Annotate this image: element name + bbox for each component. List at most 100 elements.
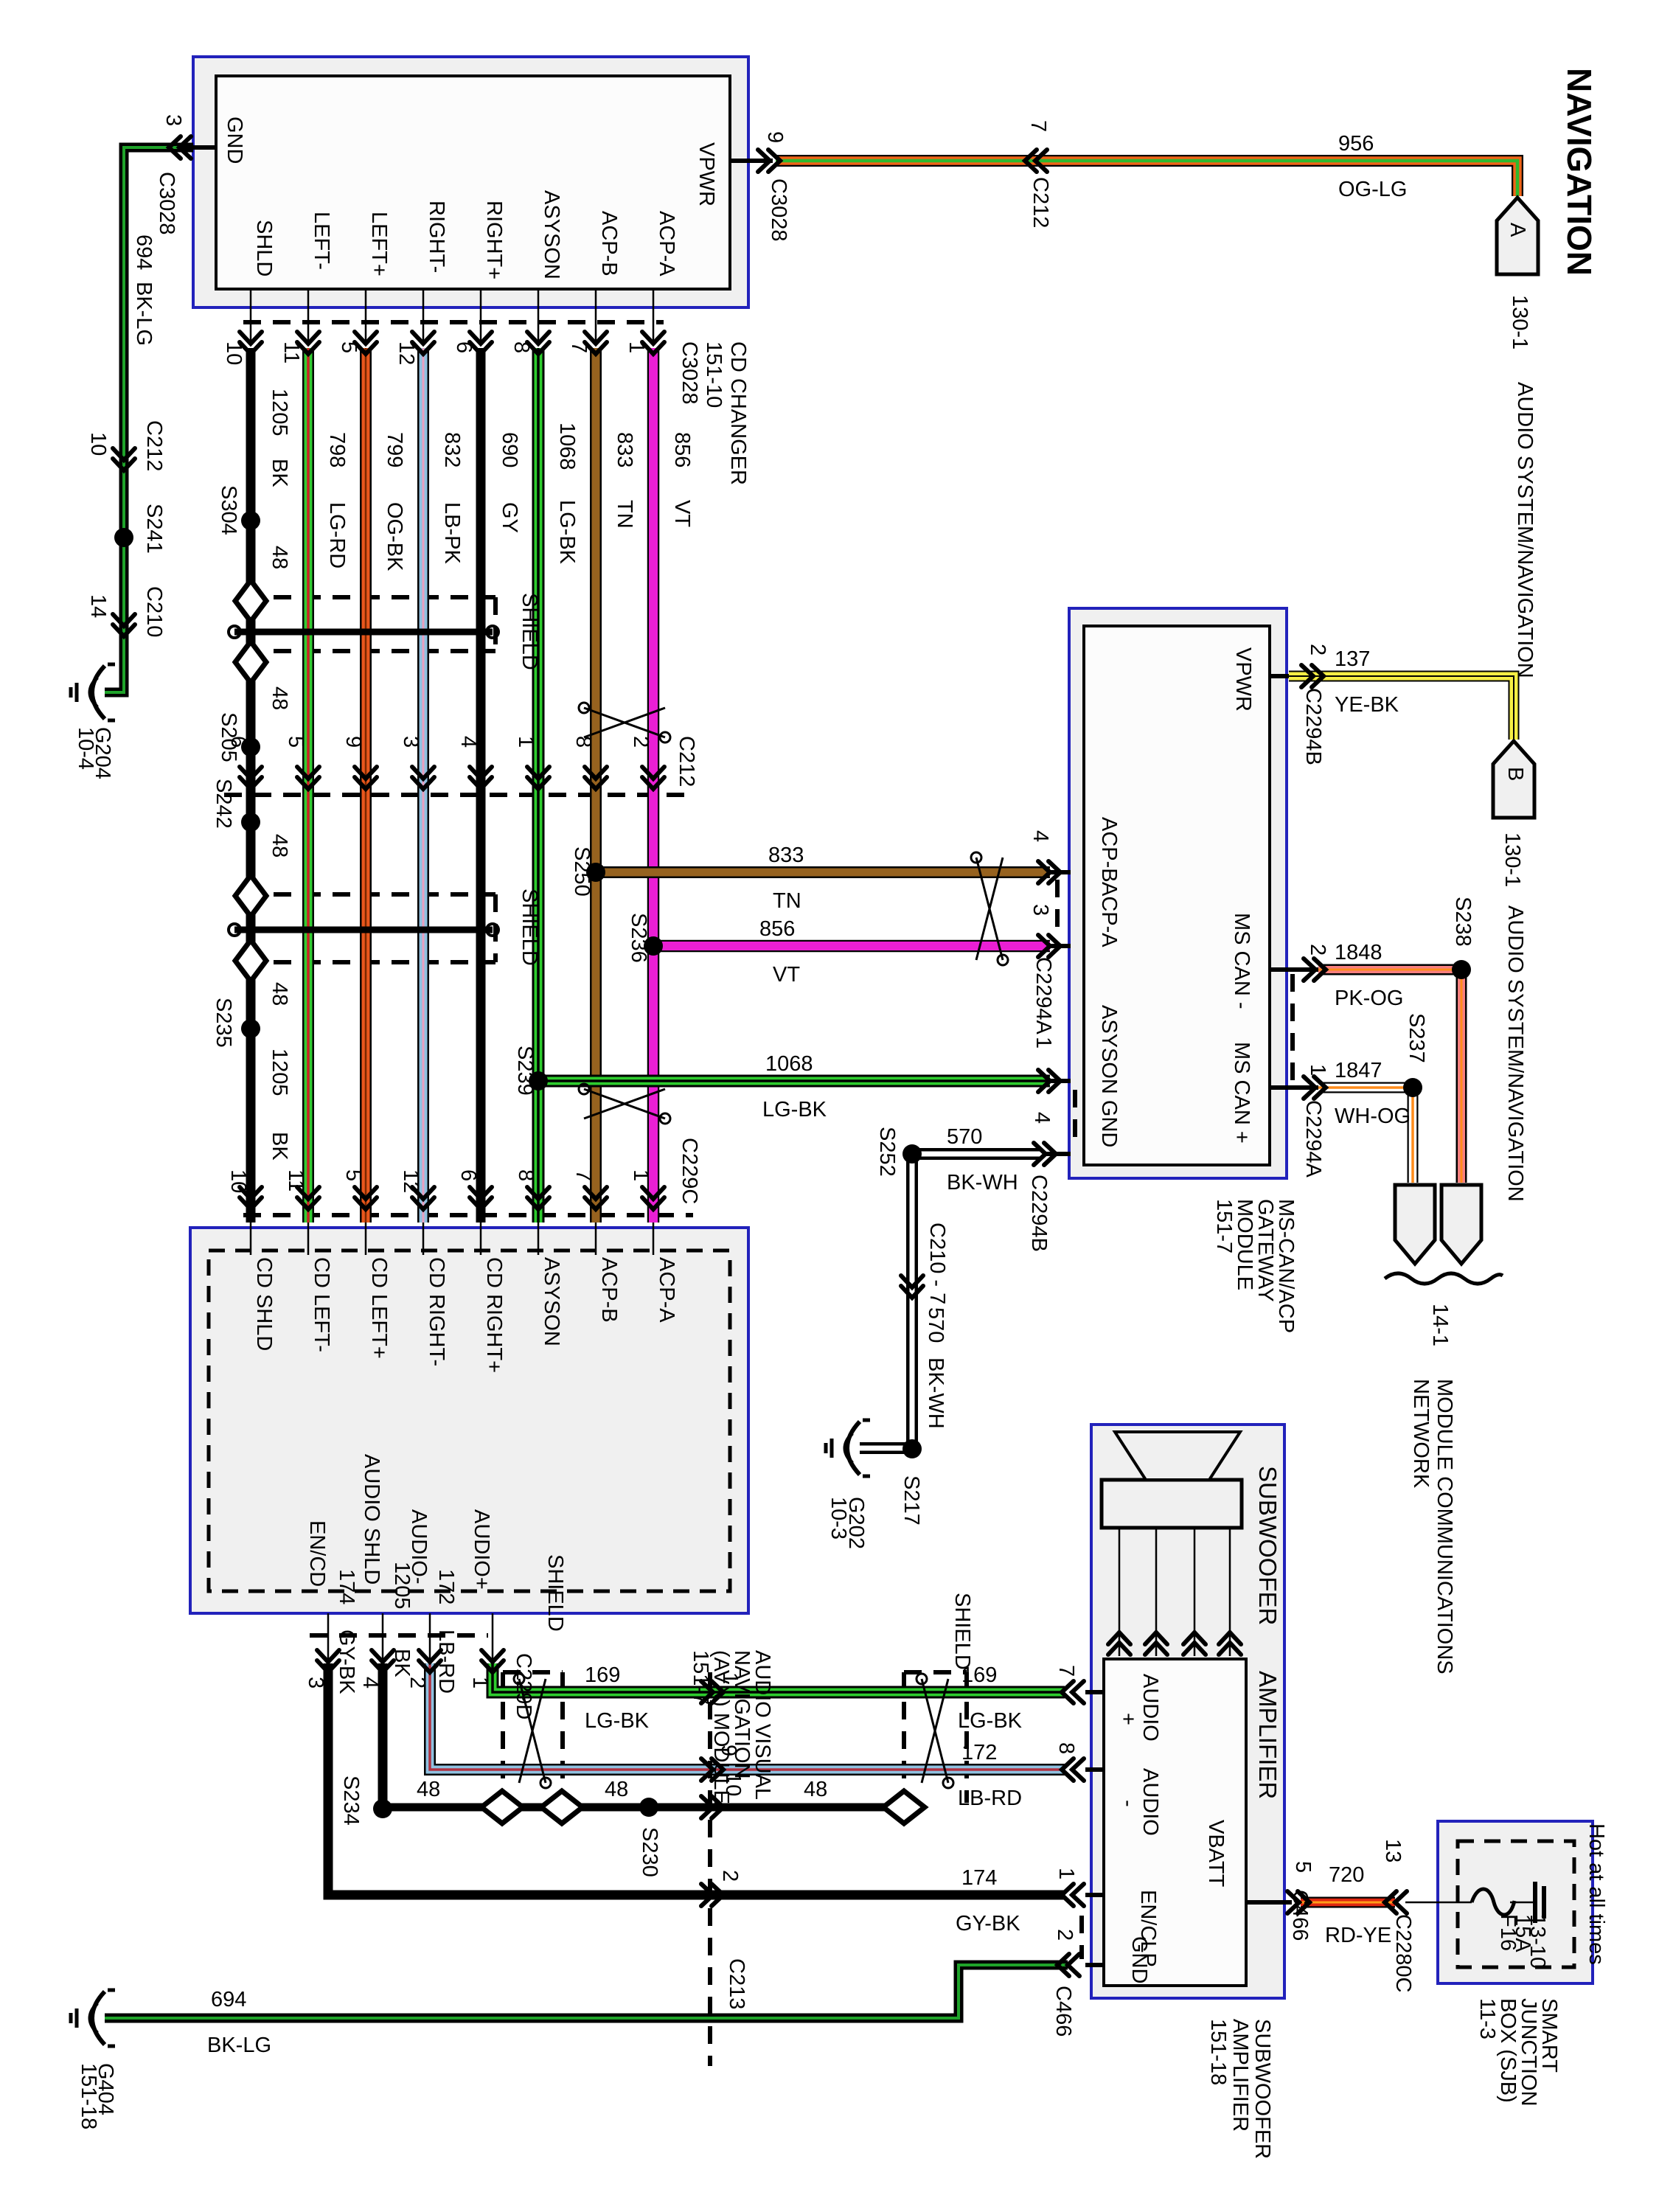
connector-arrow-icon [640,775,667,793]
label: Hot at all times [1585,1823,1608,1965]
gateway-box-inner [1082,625,1271,1166]
connector-arrow-icon [1042,1141,1060,1167]
connector-arrow-icon [111,612,137,630]
label: S235 [212,998,235,1048]
connector-arrow-icon [640,340,667,358]
label: LEFT- [310,212,333,270]
label: AUDIO VISUAL [751,1650,774,1800]
connector-arrow-icon [1217,1629,1243,1646]
label: 6 [452,341,476,353]
connector-arrow-icon [1312,956,1329,983]
label: S234 [339,1775,363,1826]
label: AUDIO SHLD [360,1454,383,1585]
connector-arrow-icon [1310,663,1327,689]
connector-arrow-icon [582,765,609,782]
twisted-pair-icon [512,1672,526,1686]
twisted-pair-icon [658,1112,672,1125]
connector-arrow-icon [237,765,264,782]
connector-arrow-icon [525,1185,552,1203]
label: GY-BK [956,1912,1020,1935]
label: - [1116,1800,1140,1807]
label: S230 [638,1827,661,1877]
connector-arrow-icon [1032,147,1049,174]
connector-arrow-icon [1058,1756,1076,1783]
connector-arrow-icon [525,340,552,358]
connector-arrow-icon [525,330,552,347]
label: S239 [513,1046,537,1096]
label: (AVN) MODULE [709,1650,733,1804]
label: 1068 [765,1052,813,1076]
label: ACP-A [655,1257,678,1323]
label: AMPLIFIER [1254,1671,1281,1799]
label: GATEWAY [1253,1199,1277,1302]
label: AUDIO SYSTEM/NAVIGATION [1513,382,1537,678]
wire-694-bottom-stripe [105,1964,1068,2020]
label: C212 [142,420,166,471]
label: LG-BK [585,1709,650,1733]
label: 1205 [268,1048,291,1096]
label: G204 [91,727,114,779]
label: OG-BK [383,502,406,571]
label: LB-RD [958,1787,1022,1810]
connector-arrow-icon [582,330,609,347]
connector-arrow-icon [1032,1141,1049,1167]
label: SUBWOOFER [1254,1466,1281,1625]
connector-arrow-icon [1285,1889,1303,1916]
sjb-inner-dashed [1455,1839,1576,1969]
label: 151-7 [1212,1199,1236,1253]
label: 151-7 [689,1650,712,1705]
label: G404 [94,2063,117,2115]
connector-arrow-icon [295,340,321,358]
wire-174 [323,1663,1065,1900]
label: S252 [875,1127,899,1177]
connector-arrow-icon [1391,1889,1409,1916]
label: 48 [268,546,291,569]
label: SHLD [252,220,276,276]
label: 9 [341,736,365,748]
label: 570 [924,1307,947,1343]
splice-S242 [241,813,260,832]
amp-box-inner [1102,1658,1248,1987]
label: 1 [718,1672,742,1684]
connector-arrow-icon [1381,1889,1399,1916]
connector-arrow-icon [467,1195,494,1213]
label: 798 [325,432,349,467]
connector-arrow-icon [315,1648,341,1666]
wire-1847-stripe [1318,1083,1417,1183]
label: 14 [86,594,110,618]
connector-arrow-icon [352,775,379,793]
label: 7 [571,1169,595,1181]
cd-changer-box-inner [215,74,731,291]
label: 2 [1306,644,1329,655]
shield-drain-diamond-icon [232,871,270,921]
label: TN [613,500,636,529]
label: 1205 [390,1562,414,1610]
label: 1 [629,1169,653,1181]
connector-arrow-icon [410,1185,437,1203]
label: JUNCTION [1517,1998,1540,2107]
label: F16 [1496,1914,1520,1951]
label: 6 [226,736,250,748]
label: AUDIO [1138,1674,1162,1742]
label: ACP-B [1097,817,1121,883]
connector-arrow-icon [1181,1639,1208,1657]
label: S217 [900,1475,923,1526]
shield-bar-end [485,922,500,937]
label: 130-1 [1508,295,1531,349]
connector-arrow-icon [410,1195,437,1213]
connector-arrow-icon [315,1658,341,1676]
label: SUBWOOFER [1251,2019,1274,2159]
connector-arrow-icon [1046,933,1064,959]
connector-arrow-icon [111,446,137,464]
label: WH-OG [1335,1105,1411,1128]
connector-arrow-icon [369,1658,396,1676]
connector-arrow-icon [467,1185,494,1203]
label: 10-4 [74,727,97,770]
label: S237 [1405,1013,1428,1063]
connector-arrow-icon [525,775,552,793]
ground-G404-icon [88,2002,99,2034]
label: C229D [512,1653,535,1719]
ground-G204-icon [88,676,99,709]
connector-arrow-icon [479,1648,506,1666]
label: CD LEFT- [310,1257,333,1352]
